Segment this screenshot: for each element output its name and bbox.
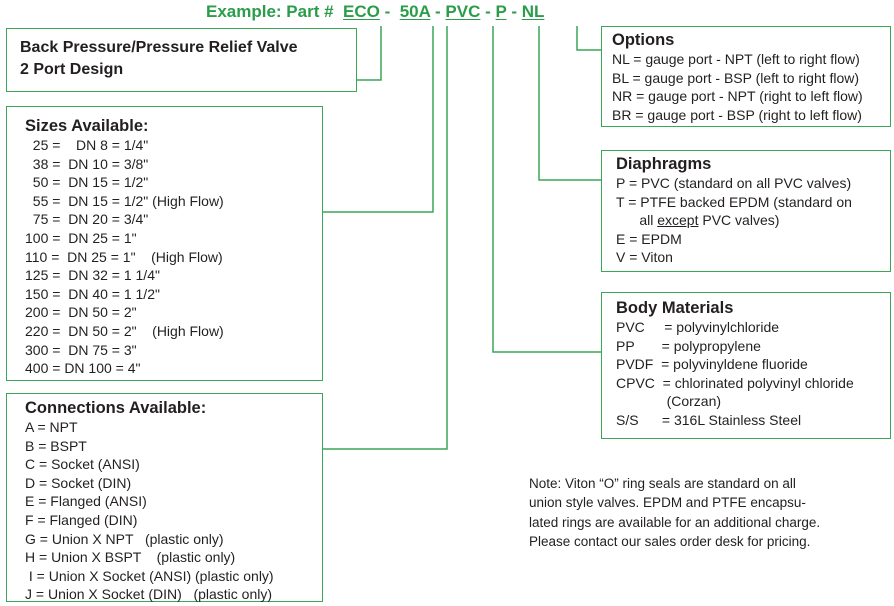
option-item: NL = gauge port - NPT (left to right flo… <box>612 51 860 67</box>
segment-size: 50A <box>399 2 431 21</box>
segment-option: NL <box>521 2 545 21</box>
connector-option <box>576 26 601 51</box>
diaphragms-box: Diaphragms P = PVC (standard on all PVC … <box>601 150 891 272</box>
option-item: NR = gauge port - NPT (right to left flo… <box>612 88 863 105</box>
title-line-2: 2 Port Design <box>20 61 124 78</box>
title-box: Back Pressure/Pressure Relief Valve 2 Po… <box>6 28 357 92</box>
size-item: 55 = DN 15 = 1/2" (High Flow) <box>25 192 224 209</box>
diaphragm-text: all <box>616 212 658 229</box>
size-item: 25 = DN 8 = 1/4" <box>25 137 149 153</box>
size-item: 38 = DN 10 = 3/8" <box>25 155 149 172</box>
connections-title: Connections Available: <box>25 399 207 417</box>
diaphragm-item: P = PVC (standard on all PVC valves) <box>616 175 852 191</box>
diaphragm-item: all except PVC valves) <box>616 211 890 230</box>
connection-item: E = Flanged (ANSI) <box>25 493 147 510</box>
size-item: 75 = DN 20 = 3/4" <box>25 211 149 228</box>
material-item: PVC = polyvinylchloride <box>616 319 780 335</box>
connections-box: Connections Available: A = NPT B = BSPT … <box>6 393 323 602</box>
size-item: 100 = DN 25 = 1" <box>25 229 137 246</box>
connection-item: C = Socket (ANSI) <box>25 456 140 473</box>
connector-diaphragm <box>538 26 601 181</box>
connection-item: A = NPT <box>25 419 78 435</box>
diaphragm-text: PVC valves) <box>698 212 780 229</box>
connector-eco <box>357 26 382 81</box>
connector-size <box>323 26 434 213</box>
option-item: BR = gauge port - BSP (right to left flo… <box>612 106 862 123</box>
material-item: S/S = 316L Stainless Steel <box>616 411 802 428</box>
except-underlined: except <box>657 212 699 229</box>
note-line: Please contact our sales order desk for … <box>529 533 811 549</box>
separator: - <box>384 2 391 21</box>
size-item: 200 = DN 50 = 2" <box>25 304 137 321</box>
part-number-example: Example: Part # ECO - 50A - PVC - P - NL <box>206 2 544 22</box>
segment-eco: ECO <box>343 2 380 21</box>
connection-item: B = BSPT <box>25 437 87 454</box>
body-materials-title: Body Materials <box>616 299 734 317</box>
material-item: (Corzan) <box>616 393 722 410</box>
size-item: 300 = DN 75 = 3" <box>25 341 137 358</box>
note-line: Note: Viton “O” ring seals are standard … <box>529 476 796 491</box>
connection-item: D = Socket (DIN) <box>25 474 132 491</box>
diaphragms-title: Diaphragms <box>616 155 712 173</box>
diaphragm-item: E = EPDM <box>616 230 682 247</box>
body-materials-box: Body Materials PVC = polyvinylchloride P… <box>601 292 891 439</box>
option-item: BL = gauge port - BSP (left to right flo… <box>612 69 860 86</box>
connection-item: G = Union X NPT (plastic only) <box>25 530 224 547</box>
diaphragm-item: T = PTFE backed EPDM (standard on <box>616 193 852 210</box>
material-item: PP = polypropylene <box>616 337 761 354</box>
separator: - <box>485 2 491 21</box>
size-item: 110 = DN 25 = 1" (High Flow) <box>25 248 223 265</box>
note-line: lated rings are available for an additio… <box>529 514 821 530</box>
sizes-box: Sizes Available: 25 = DN 8 = 1/4" 38 = D… <box>6 106 323 381</box>
segment-diaphragm: P <box>495 2 507 21</box>
connector-connection <box>323 26 448 450</box>
segment-body: PVC <box>445 2 481 21</box>
connection-item: J = Union X Socket (DIN) (plastic only) <box>25 586 273 603</box>
connection-item: I = Union X Socket (ANSI) (plastic only) <box>25 567 274 584</box>
options-title: Options <box>612 31 675 49</box>
separator: - <box>511 2 517 21</box>
connector-body <box>492 26 601 353</box>
size-item: 220 = DN 50 = 2" (High Flow) <box>25 322 224 339</box>
connection-item: H = Union X BSPT (plastic only) <box>25 549 236 566</box>
options-box: Options NL = gauge port - NPT (left to r… <box>601 26 891 127</box>
material-item: PVDF = polyvinyldene fluoride <box>616 356 808 373</box>
diaphragm-item: V = Viton <box>616 249 673 266</box>
sizes-title: Sizes Available: <box>25 117 149 135</box>
size-item: 125 = DN 32 = 1 1/4" <box>25 267 160 284</box>
connection-item: F = Flanged (DIN) <box>25 511 138 528</box>
size-item: 400 = DN 100 = 4" <box>25 360 141 377</box>
part-number-prefix: Example: Part # <box>206 2 334 21</box>
material-item: CPVC = chlorinated polyvinyl chloride <box>616 374 854 391</box>
size-item: 50 = DN 15 = 1/2" <box>25 174 149 191</box>
note-text: Note: Viton “O” ring seals are standard … <box>529 474 820 551</box>
separator: - <box>435 2 441 21</box>
size-item: 150 = DN 40 = 1 1/2" <box>25 285 160 302</box>
title-line-1: Back Pressure/Pressure Relief Valve <box>20 39 298 56</box>
note-line: union style valves. EPDM and PTFE encaps… <box>529 495 806 511</box>
